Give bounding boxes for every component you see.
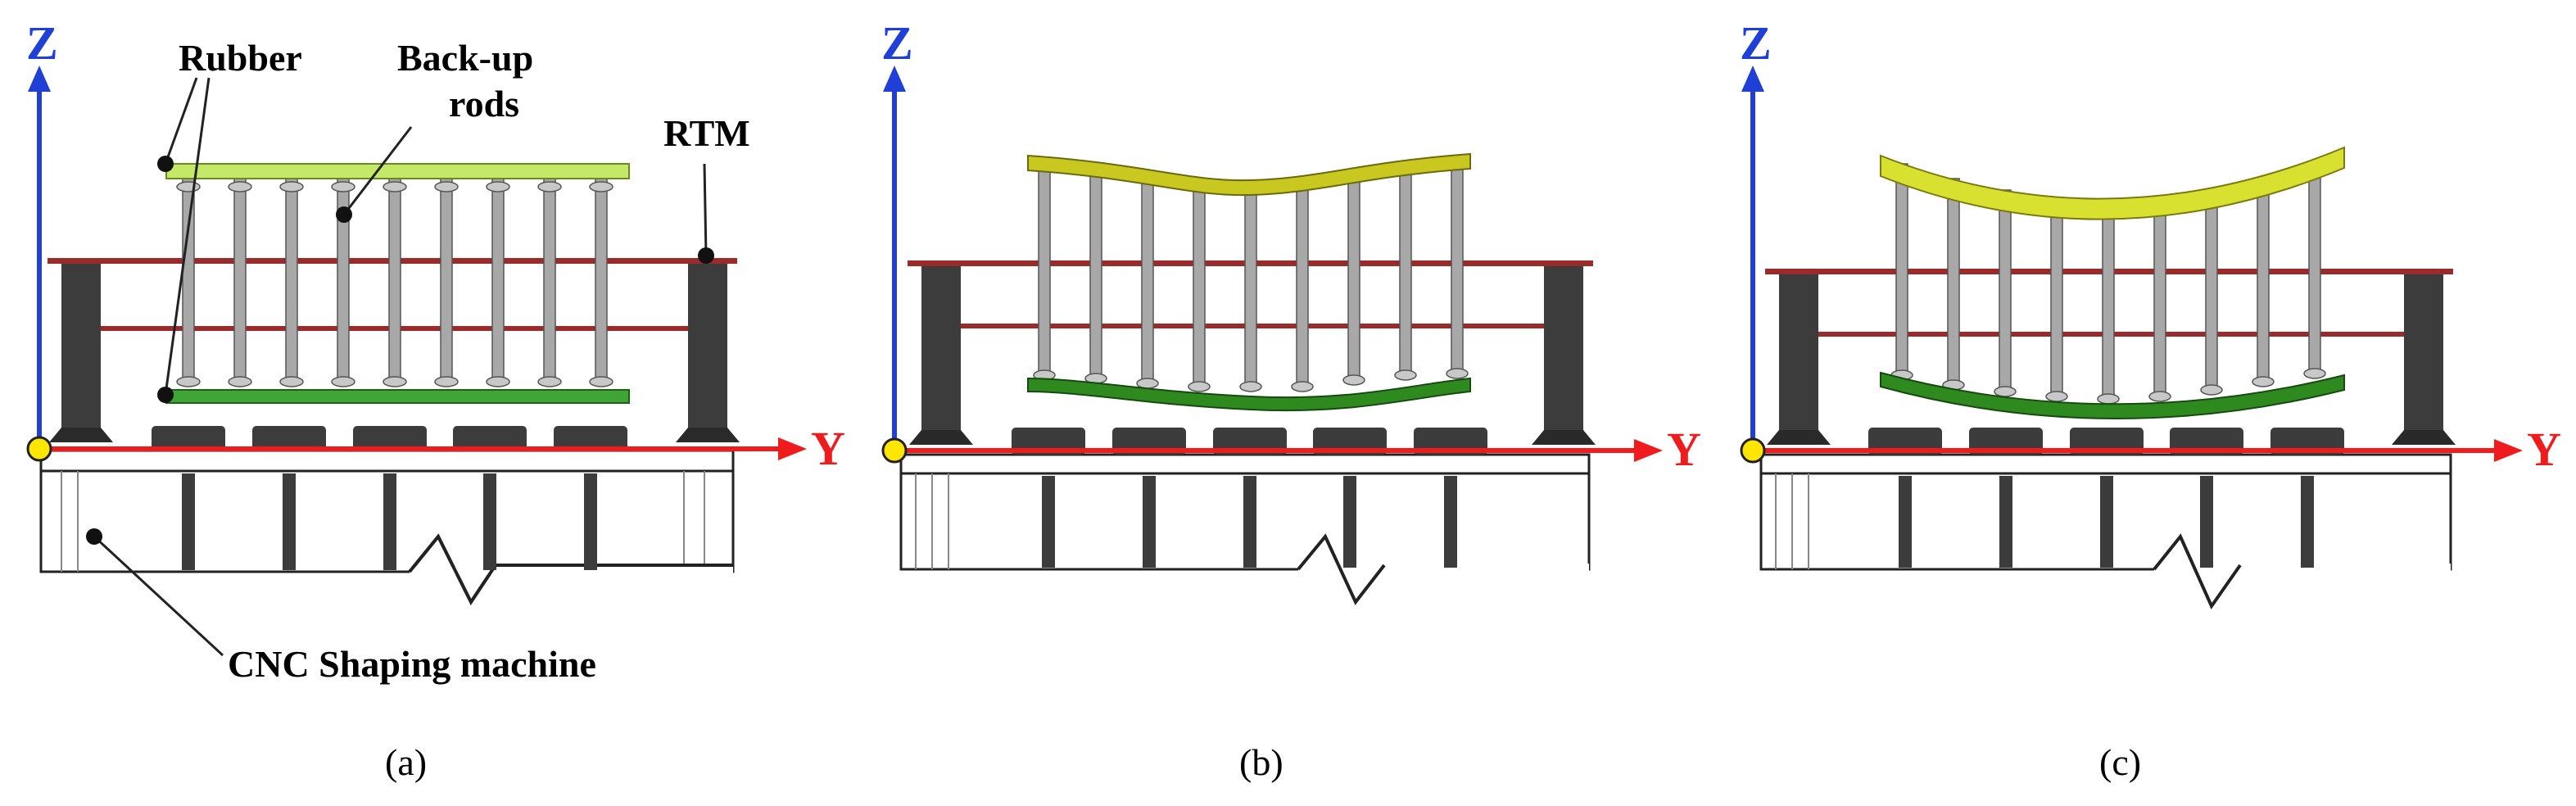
- upper-rubber-sheet: [165, 163, 630, 179]
- lower-rubber-sheet: [165, 389, 630, 404]
- cnc-machine-base: [39, 449, 735, 605]
- backup-rods: [1890, 161, 2326, 405]
- callouts: [93, 77, 708, 657]
- upper-rubber-sheet: [1027, 152, 1471, 197]
- pad-row: [1868, 428, 2344, 455]
- pad-row: [1012, 428, 1487, 455]
- panel-a: Z Y Rubber Back-up rods RTM CNC Shaping …: [26, 16, 845, 783]
- axes-c: Z Y: [1740, 16, 2561, 476]
- z-axis-label: Z: [881, 16, 913, 70]
- panel-caption-a: (a): [385, 741, 427, 783]
- origin-marker: [881, 437, 908, 464]
- panel-c: Z Y (c): [1740, 16, 2561, 783]
- backup-rods-label-line2: rods: [449, 83, 519, 125]
- backup-rods-label-line1: Back-up: [397, 37, 533, 79]
- origin-marker: [26, 436, 52, 462]
- screw-row: [1899, 476, 2314, 568]
- lower-rubber-sheet: [1880, 371, 2345, 420]
- z-axis-label: Z: [26, 16, 58, 70]
- panel-b: Z Y (b): [881, 16, 1701, 783]
- axes-b: Z Y: [881, 16, 1701, 476]
- cnc-machine-base: [899, 453, 1591, 605]
- axes-a: Z Y: [26, 16, 845, 475]
- cnc-label: CNC Shaping machine: [228, 643, 596, 685]
- y-axis-label: Y: [2527, 423, 2561, 476]
- backup-rods: [1033, 163, 1469, 392]
- pad-row: [152, 426, 627, 451]
- y-axis-label: Y: [811, 422, 845, 475]
- backup-rods: [176, 175, 613, 387]
- rtm-label: RTM: [663, 112, 750, 154]
- origin-marker: [1740, 437, 1766, 464]
- lower-rubber-sheet: [1027, 377, 1471, 412]
- screw-row: [182, 473, 597, 570]
- panel-caption-b: (b): [1239, 741, 1283, 783]
- y-axis-label: Y: [1667, 423, 1701, 476]
- z-axis-label: Z: [1740, 16, 1772, 70]
- panel-caption-c: (c): [2099, 741, 2141, 783]
- cnc-machine-base: [1759, 453, 2452, 610]
- screw-row: [1042, 476, 1457, 568]
- upper-rubber-sheet: [1880, 146, 2345, 220]
- rubber-label: Rubber: [179, 37, 302, 79]
